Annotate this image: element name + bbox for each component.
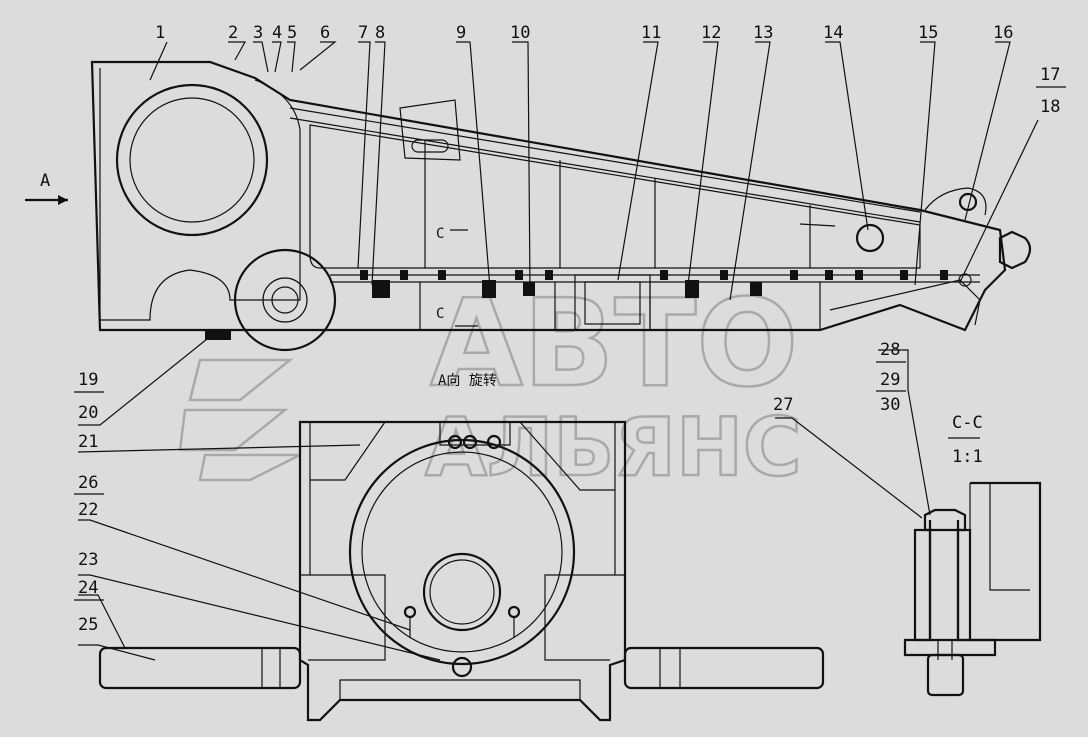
center-block-11	[574, 274, 651, 331]
callout-14: 14	[823, 23, 843, 43]
callout-26: 26	[78, 473, 98, 493]
axle-right	[623, 646, 825, 690]
callout-24: 24	[78, 578, 98, 598]
callout-12: 12	[701, 23, 721, 43]
callout-17: 17	[1040, 65, 1060, 85]
bolt-row	[205, 270, 948, 340]
view-labels: A C C A向 旋转 C-C 1:1	[40, 171, 983, 467]
callout-19: 19	[78, 370, 98, 390]
callout-7: 7	[358, 23, 368, 43]
callout-20: 20	[78, 403, 98, 423]
main-bearing-ring	[115, 83, 269, 237]
callout-22: 22	[78, 500, 98, 520]
callout-10: 10	[510, 23, 530, 43]
callout-27: 27	[773, 395, 793, 415]
callout-8: 8	[375, 23, 385, 43]
watermark-line2: АЛЬЯНС	[425, 401, 802, 494]
callout-labels: 1 2 3 4 5 6 7 8 9 10 11 12 13 14 15 16 1…	[74, 23, 1066, 635]
view-arrow-a	[25, 195, 68, 205]
section-c-c-scale: 1:1	[952, 447, 983, 467]
callout-30: 30	[880, 395, 900, 415]
callout-4: 4	[272, 23, 282, 43]
section-c-c-title: C-C	[952, 413, 983, 433]
callout-21: 21	[78, 432, 98, 452]
view-a-rotated-title: A向 旋转	[438, 373, 497, 389]
callout-15: 15	[918, 23, 938, 43]
callout-23: 23	[78, 550, 98, 570]
callout-18: 18	[1040, 97, 1060, 117]
callout-2: 2	[228, 23, 238, 43]
plug-14	[855, 223, 885, 253]
axle-left	[98, 646, 302, 690]
callout-6: 6	[320, 23, 330, 43]
callout-13: 13	[753, 23, 773, 43]
callout-5: 5	[287, 23, 297, 43]
callout-3: 3	[253, 23, 263, 43]
section-mark-c-top: C	[436, 226, 444, 242]
callout-11: 11	[641, 23, 661, 43]
lifting-lug	[399, 99, 461, 161]
callout-29: 29	[880, 370, 900, 390]
end-knob	[998, 230, 1032, 270]
callout-9: 9	[456, 23, 466, 43]
front-bearing-ring	[348, 438, 576, 666]
section-c-c	[903, 481, 1042, 697]
arm-side-view	[90, 60, 1032, 352]
leader-lines	[77, 41, 1039, 661]
callout-25: 25	[78, 615, 98, 635]
section-mark-c-bottom: C	[436, 306, 444, 322]
right-lug	[924, 187, 987, 216]
callout-16: 16	[993, 23, 1013, 43]
front-view-a	[98, 420, 825, 722]
gear-hub	[233, 248, 337, 352]
watermark-logo	[178, 358, 301, 482]
callout-28: 28	[880, 340, 900, 360]
view-arrow-a-label: A	[40, 171, 50, 191]
callout-1: 1	[155, 23, 165, 43]
